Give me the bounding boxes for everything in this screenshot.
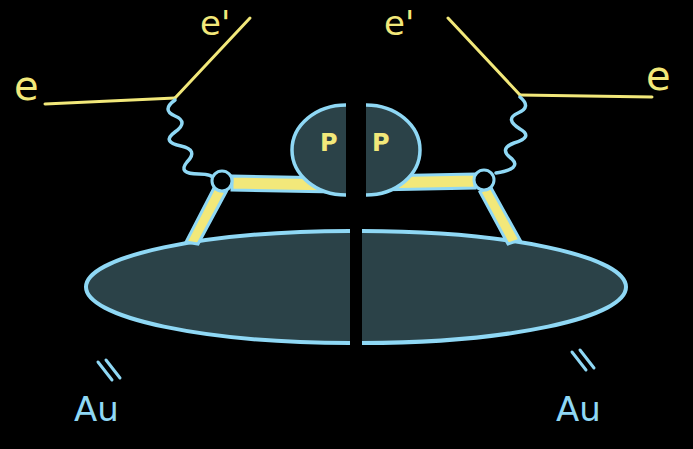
electron-lines: [45, 18, 652, 104]
photon-lines: [168, 97, 526, 180]
particle-label: P: [372, 131, 390, 155]
nucleus-label: Au: [556, 392, 601, 426]
particle-label: e: [646, 56, 671, 96]
particle-label: e: [14, 66, 39, 106]
nucleus-half: [86, 231, 350, 343]
nucleus-label: Au: [74, 392, 119, 426]
nucleus-ticks: [98, 350, 594, 380]
proton-blob: P: [364, 103, 422, 197]
blob-outline: [290, 103, 348, 197]
nucleus-half: [362, 231, 626, 343]
particle-label: P: [320, 131, 338, 155]
proton-blob: P: [290, 103, 348, 197]
particle-label: e': [200, 6, 230, 40]
particle-label: e': [384, 6, 414, 40]
